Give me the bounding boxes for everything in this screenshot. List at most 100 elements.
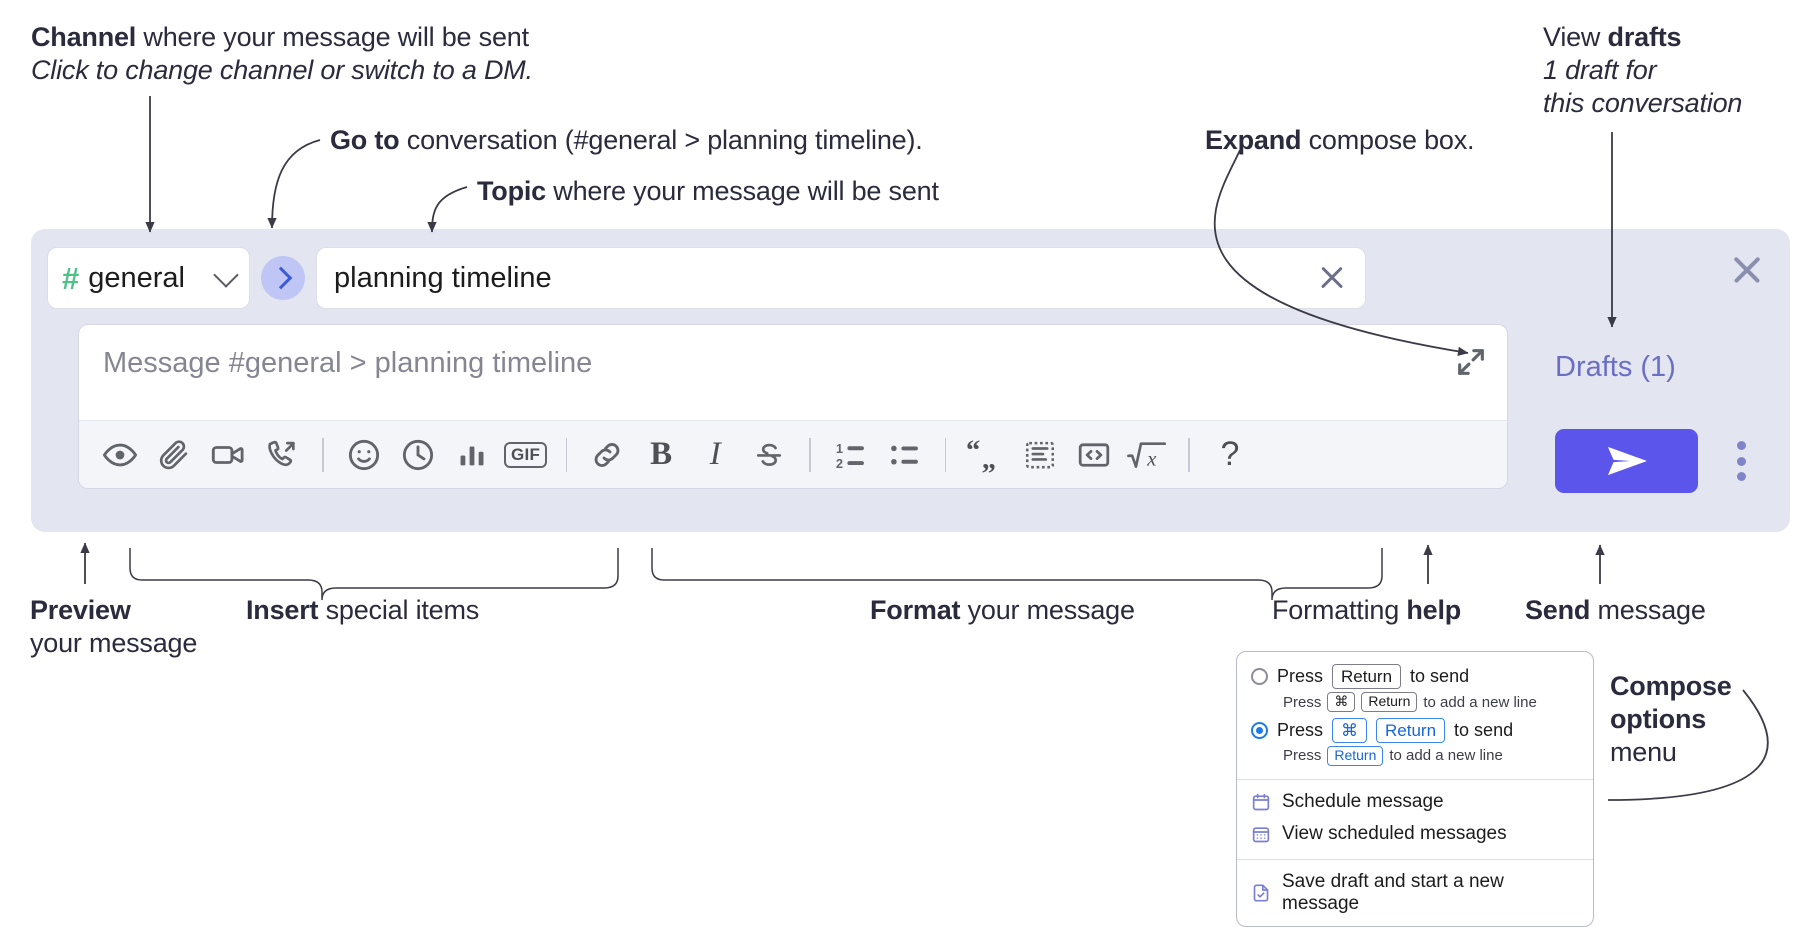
option-2-sub-suffix: to add a new line [1389, 747, 1503, 765]
formula-icon[interactable]: x [1121, 428, 1175, 482]
calendar-grid-icon [1252, 826, 1270, 842]
annotation-format-rest: your message [960, 595, 1135, 625]
annotation-preview-bold: Preview [30, 595, 131, 625]
option-1-sub-suffix: to add a new line [1423, 693, 1537, 711]
annotation-format-bold: Format [870, 595, 961, 625]
emoji-icon[interactable] [337, 428, 391, 482]
annotation-channel-italic: Click to change channel or switch to a D… [31, 54, 533, 85]
annotation-expand: Expand compose box. [1205, 124, 1475, 157]
annotation-channel-rest: where your message will be sent [136, 22, 529, 52]
radio-button-unselected[interactable] [1251, 668, 1268, 686]
hash-icon: # [62, 260, 80, 296]
annotation-preview: Preview your message [30, 594, 197, 660]
svg-text:1: 1 [836, 441, 843, 455]
annotation-drafts-italic-2: this conversation [1543, 87, 1743, 118]
menu-item-label: Save draft and start a new message [1282, 870, 1504, 914]
code-block-icon[interactable] [1013, 428, 1067, 482]
annotation-send-bold: Send [1525, 595, 1591, 625]
video-icon[interactable] [201, 428, 255, 482]
link-icon[interactable] [580, 428, 634, 482]
code-icon[interactable] [1067, 428, 1121, 482]
annotation-send-rest: message [1590, 595, 1706, 625]
annotation-compose-rest: menu [1610, 736, 1677, 767]
preview-icon[interactable] [93, 428, 147, 482]
annotation-drafts: View drafts 1 draft for this conversatio… [1543, 21, 1742, 120]
send-button[interactable] [1555, 429, 1698, 493]
menu-item-view-scheduled-messages[interactable]: View scheduled messages [1237, 818, 1593, 850]
gif-icon[interactable]: GIF [499, 428, 553, 482]
divider-1 [322, 437, 324, 472]
kebab-dot-3 [1736, 472, 1746, 481]
help-label: ? [1220, 435, 1240, 473]
menu-divider-2 [1237, 858, 1593, 860]
annotation-topic-rest: where your message will be sent [546, 176, 939, 206]
audio-call-icon[interactable] [255, 428, 309, 482]
divider-4 [944, 437, 947, 472]
option-1-prefix: Press [1277, 666, 1324, 687]
divider-5 [1188, 437, 1190, 472]
channel-selector[interactable]: # general [47, 247, 250, 309]
svg-text:2: 2 [836, 456, 843, 470]
ordered-list-icon[interactable]: 1 2 [824, 428, 878, 482]
blockquote-icon[interactable]: “ „ [959, 428, 1013, 482]
menu-item-label: View scheduled messages [1282, 822, 1507, 844]
menu-item-schedule-message[interactable]: Schedule message [1237, 786, 1593, 818]
divider-2 [565, 437, 568, 472]
message-input-box[interactable]: Message #general > planning timeline [78, 324, 1508, 489]
menu-option-2-sub: Press Return to add a new line [1237, 745, 1593, 770]
topic-value: planning timeline [334, 261, 552, 294]
italic-icon[interactable]: I [688, 428, 742, 482]
formatting-toolbar: GIF B I [79, 420, 1507, 488]
bulleted-list-icon[interactable] [878, 428, 932, 482]
bold-icon[interactable]: B [634, 428, 688, 482]
expand-diagonal-icon[interactable] [1454, 345, 1488, 379]
annotation-goto-rest: conversation (#general > planning timeli… [399, 125, 923, 155]
option-1-suffix: to send [1410, 666, 1470, 687]
radio-button-selected[interactable] [1251, 721, 1268, 739]
clock-icon[interactable] [391, 428, 445, 482]
annotation-compose-options: Compose options menu [1610, 670, 1732, 769]
attachment-icon[interactable] [147, 428, 201, 482]
compose-right-rail: Drafts (1) [1535, 229, 1790, 532]
menu-option-return-to-send[interactable]: Press Return to send [1237, 662, 1593, 691]
gif-label: GIF [503, 441, 548, 468]
close-icon[interactable] [1728, 251, 1766, 289]
annotation-channel: Channel where your message will be sent … [31, 21, 533, 87]
annotation-drafts-italic-1: 1 draft for [1543, 54, 1657, 85]
annotation-help-lead: Formatting [1272, 595, 1407, 625]
annotation-insert-bold: Insert [246, 595, 319, 625]
strikethrough-icon[interactable] [742, 428, 796, 482]
annotation-drafts-bold: drafts [1607, 22, 1682, 52]
option-2-suffix: to send [1454, 719, 1514, 740]
option-2-key-1: ⌘ [1332, 717, 1368, 743]
chevron-right-icon [269, 266, 293, 290]
help-icon[interactable]: ? [1203, 428, 1257, 482]
annotation-compose-bold-2: options [1610, 703, 1707, 734]
annotation-goto-bold: Go to [330, 125, 400, 155]
svg-text:„: „ [982, 443, 996, 474]
bold-label: B [650, 436, 673, 472]
topic-input[interactable]: planning timeline [316, 247, 1366, 309]
annotation-topic: Topic where your message will be sent [477, 175, 939, 208]
menu-option-cmd-return-to-send[interactable]: Press ⌘ Return to send [1237, 716, 1593, 745]
menu-item-save-draft[interactable]: Save draft and start a new message [1237, 866, 1593, 920]
option-2-sub-key: Return [1327, 746, 1384, 766]
drafts-link[interactable]: Drafts (1) [1555, 351, 1676, 383]
calendar-schedule-icon [1252, 793, 1270, 810]
channel-name: general [88, 261, 185, 294]
divider-3 [809, 437, 811, 472]
poll-icon[interactable] [445, 428, 499, 482]
annotation-drafts-lead: View [1543, 22, 1608, 52]
svg-text:“: “ [966, 435, 980, 466]
annotation-insert-rest: special items [318, 595, 480, 625]
goto-conversation-button[interactable] [261, 256, 305, 300]
kebab-dot-2 [1736, 456, 1746, 466]
message-placeholder: Message #general > planning timeline [103, 347, 593, 379]
close-icon[interactable] [1315, 261, 1349, 295]
annotation-expand-bold: Expand [1205, 125, 1302, 155]
annotation-preview-rest: your message [30, 627, 198, 658]
compose-options-menu: Press Return to send Press ⌘ Return to a… [1236, 651, 1594, 927]
menu-option-1-sub: Press ⌘ Return to add a new line [1237, 691, 1593, 716]
kebab-menu-icon[interactable] [1725, 437, 1757, 485]
option-1-key: Return [1332, 664, 1402, 690]
